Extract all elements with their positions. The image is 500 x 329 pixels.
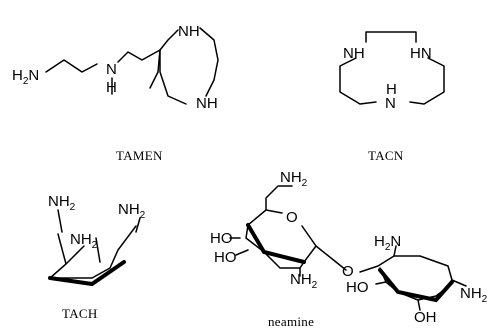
tacn-left-bonds — [339, 57, 377, 105]
neamine-caption: neamine — [268, 314, 314, 329]
tacn-right-bonds — [409, 57, 445, 105]
tach-nh2-a-label: NH2 — [48, 193, 76, 213]
neamine-nh2-top-label: NH2 — [280, 169, 308, 189]
tamen-ring-nh-top-label: NH — [178, 23, 200, 40]
tacn-n-bottom-label: N — [385, 95, 396, 112]
tamen-caption: TAMEN — [116, 148, 163, 163]
neamine-oh-label: OH — [414, 309, 437, 326]
neamine-o-link-label: O — [342, 263, 354, 280]
tacn-top-bond — [365, 31, 417, 43]
neamine-ho-bonds — [229, 237, 249, 256]
tach-ring-bonds — [49, 209, 137, 279]
tamen-methyl-bond — [149, 49, 161, 89]
neamine-ho-3-label: HO — [346, 279, 369, 296]
tamen-chain-bond-2 — [117, 49, 161, 63]
tach-nh2-bond — [135, 217, 141, 233]
tamen-ring-bonds — [159, 27, 219, 105]
neamine-substituent-bonds — [375, 245, 467, 311]
tamen-chain-bond — [45, 59, 98, 73]
tach-nh2-b-label: NH2 — [118, 201, 146, 221]
neamine-ch2nh2-bond — [265, 185, 293, 211]
tacn-hn-right-label: HN — [410, 45, 432, 62]
neamine-ho-1-label: HO — [210, 230, 233, 247]
neamine-o-ring-label: O — [286, 209, 298, 226]
neamine-structure: NH2 O HO HO NH2 O H2N HO OH NH2 neamine — [210, 169, 488, 329]
neamine-nh2-end-label: NH2 — [460, 285, 488, 305]
tamen-ring-nh-bottom-label: NH — [196, 95, 218, 112]
tamen-h2n-label: H2N — [12, 67, 39, 87]
tacn-h-bottom-label: H — [386, 81, 397, 98]
neamine-sugar-front — [246, 223, 306, 264]
tamen-nh-n-label: N — [106, 61, 117, 78]
tacn-caption: TACN — [368, 148, 404, 163]
neamine-glycosidic-bond — [315, 245, 347, 271]
neamine-h2n-right-label: H2N — [374, 233, 401, 253]
neamine-nh2-mid-label: NH2 — [290, 271, 318, 291]
tach-front-bonds — [48, 260, 126, 287]
tach-structure: NH2 NH2 NH2 TACH — [48, 193, 146, 321]
tamen-nh-h-label: H — [106, 79, 117, 96]
tacn-nh-left-label: NH — [343, 45, 365, 62]
tamen-structure: H2N N H NH NH TAMEN — [12, 23, 219, 163]
neamine-ho-2-label: HO — [214, 249, 237, 266]
tach-caption: TACH — [62, 306, 98, 321]
tacn-structure: NH HN N H TACN — [339, 31, 445, 163]
neamine-cyclitol-front — [378, 268, 454, 303]
tach-nh2-c-label: NH2 — [70, 231, 98, 251]
